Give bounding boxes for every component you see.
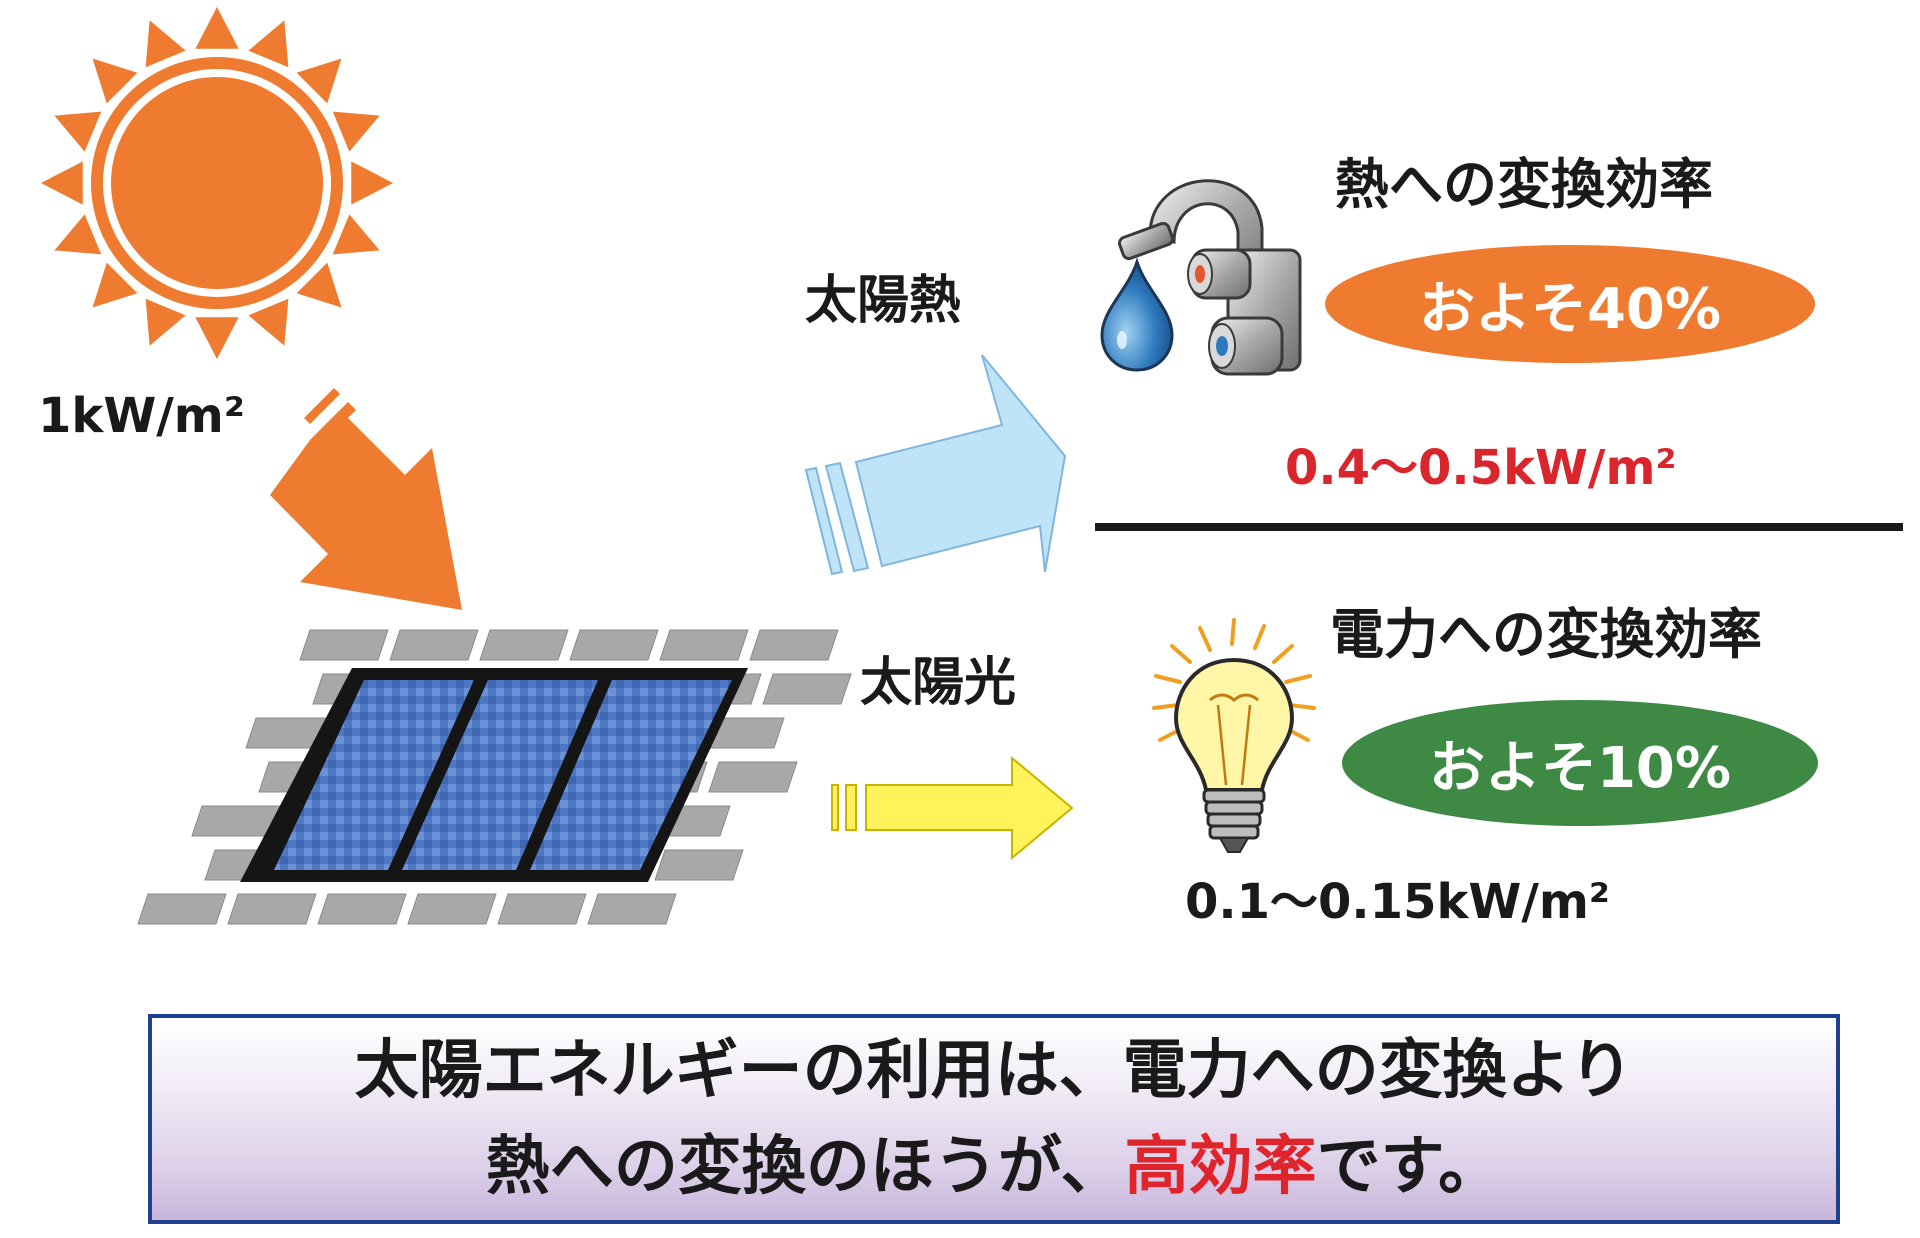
solar-light-arrow [831, 755, 1074, 861]
summary-box: 太陽エネルギーの利用は、電力への変換より 熱への変換のほうが、高効率です。 [148, 1014, 1840, 1224]
sun-ray [92, 262, 138, 308]
water-drop-icon [1100, 257, 1174, 372]
roof-tile [569, 629, 659, 661]
sun-ray [332, 214, 380, 255]
roof-tile [317, 893, 407, 925]
roof-tile [227, 893, 317, 925]
roof-tile [708, 761, 798, 793]
sun-ray [351, 161, 393, 205]
sun-ray [296, 262, 342, 308]
sun-ray [54, 111, 102, 152]
sun-ray [332, 111, 380, 152]
roof-tile [654, 849, 744, 881]
sun-ray [195, 7, 239, 49]
summary-line-2-start: 熱への変換のほうが、 [485, 1130, 1125, 1204]
sun-ray [41, 161, 83, 205]
sun-ray [195, 317, 239, 359]
light-bulb-icon [1152, 618, 1316, 853]
sun-ray [248, 20, 289, 68]
roof-tile [389, 629, 479, 661]
sun-icon [41, 7, 393, 359]
roof-tile [497, 893, 587, 925]
panel-cell [530, 680, 732, 870]
solar-heat-arrow [804, 354, 1067, 576]
panel-cell [402, 680, 598, 870]
summary-highlight: 高効率 [1124, 1130, 1317, 1204]
heat-efficiency-badge: およそ40% [1325, 245, 1815, 363]
sun-ray [145, 298, 186, 346]
sun-ray [248, 298, 289, 346]
roof-tile [137, 893, 227, 925]
summary-line-2: 熱への変換のほうが、高効率です。 [486, 1119, 1502, 1215]
faucet-icon [1117, 179, 1302, 376]
heat-efficiency-title: 熱への変換効率 [1335, 153, 1713, 216]
roof-tile [749, 629, 839, 661]
electric-efficiency-badge: およそ10% [1342, 700, 1818, 826]
roof-tile [762, 673, 852, 705]
sun-ray [92, 58, 138, 104]
roof-tile [659, 629, 749, 661]
summary-line-2-end: です。 [1316, 1130, 1503, 1204]
electric-efficiency-title: 電力への変換効率 [1330, 603, 1762, 666]
roof-tile [407, 893, 497, 925]
sun-ray [54, 214, 102, 255]
panel-cell [274, 680, 474, 870]
sun-core [111, 77, 323, 289]
sun-ray [145, 20, 186, 68]
heat-output-range: 0.4～0.5kW/m² [1285, 440, 1677, 496]
solar-light-label: 太陽光 [860, 653, 1017, 713]
electric-output-range: 0.1～0.15kW/m² [1185, 874, 1610, 930]
roof-tile [587, 893, 677, 925]
sunlight-arrow [270, 388, 462, 610]
roof-tile [479, 629, 569, 661]
section-divider [1095, 523, 1903, 531]
solar-heat-label: 太陽熱 [805, 271, 962, 331]
irradiance-label: 1kW/m² [38, 388, 245, 444]
sun-ray [296, 58, 342, 104]
summary-line-1: 太陽エネルギーの利用は、電力への変換より [354, 1034, 1634, 1108]
solar-panel-icon [137, 629, 852, 925]
roof-tile [299, 629, 389, 661]
